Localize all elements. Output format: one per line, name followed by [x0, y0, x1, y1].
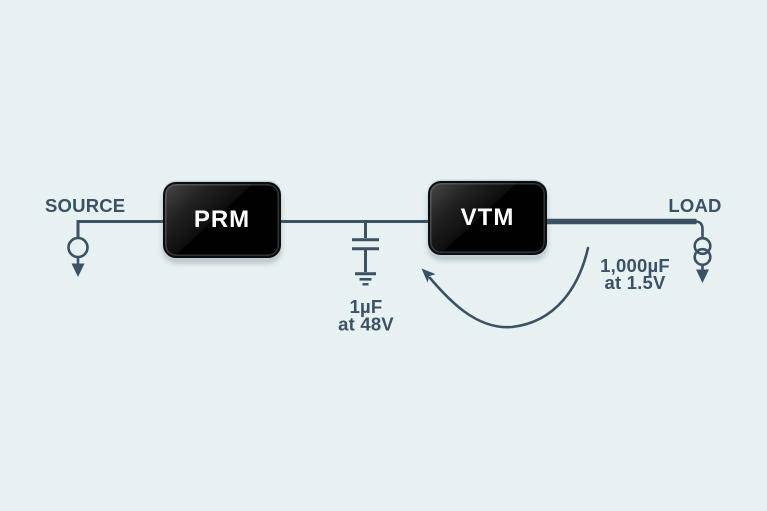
text-and-arrowheads-group: SOURCE LOAD 1µF at 48V 1,000µF at 1.5V — [45, 195, 721, 335]
wire-load-corner — [694, 220, 704, 239]
prm-module: PRM — [163, 182, 281, 258]
vtm-module-label: VTM — [460, 204, 515, 231]
source-label: SOURCE — [45, 195, 125, 216]
prm-module-label: PRM — [193, 206, 251, 233]
source-arrow-icon — [71, 263, 85, 277]
load-arrow-icon — [696, 269, 709, 283]
vtm-module: VTM — [428, 181, 547, 255]
output-capacitor-voltage: at 1.5V — [604, 272, 666, 293]
load-label: LOAD — [668, 195, 721, 216]
input-capacitor-value: 1µF — [350, 296, 383, 317]
input-capacitor-voltage: at 48V — [338, 314, 394, 335]
feedback-arrow-curve — [428, 246, 590, 329]
load-current-icon-lower — [693, 247, 712, 267]
source-current-icon — [67, 236, 89, 259]
input-capacitor-icon — [352, 221, 379, 272]
wire-source-to-vtm — [76, 220, 430, 238]
output-capacitor-value: 1,000µF — [600, 255, 670, 276]
feedback-arrowhead-icon — [421, 268, 436, 283]
wire-group — [67, 218, 712, 329]
load-current-icon — [693, 236, 712, 256]
